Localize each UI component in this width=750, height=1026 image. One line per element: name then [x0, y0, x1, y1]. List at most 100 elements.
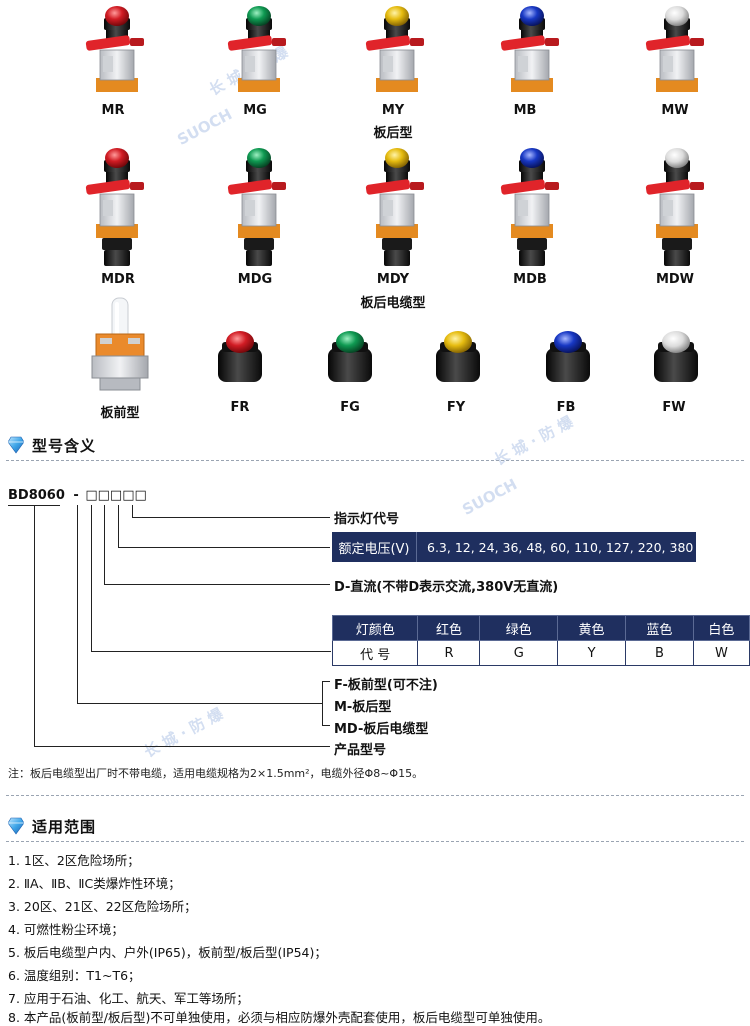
- section-title: 适用范围: [32, 817, 97, 836]
- table-cell: Y: [557, 640, 626, 666]
- group-title: 板后电缆型: [360, 296, 426, 311]
- leader-line: [77, 505, 78, 703]
- list-item: 4. 可燃性粉尘环境；: [8, 922, 124, 937]
- table-cell: B: [624, 640, 694, 666]
- indicator-lamp-front-icon: [218, 331, 262, 382]
- leader-line: [118, 505, 119, 547]
- color-code-table: 灯颜色 红色 绿色 黄色 蓝色 白色 代 号 R G Y B W: [331, 615, 750, 666]
- section-title: 型号含义: [32, 436, 97, 455]
- type-f-label: F-板前型(可不注): [334, 678, 438, 693]
- model-boxes: □□□□□: [85, 488, 147, 503]
- section-header-usage: 适用范围: [8, 815, 96, 837]
- leader-line: [34, 505, 35, 746]
- voltage-bar: 额定电压(V) 6.3, 12, 24, 36, 48, 60, 110, 12…: [332, 532, 696, 562]
- table-header-cell: 黄色: [557, 615, 626, 641]
- product-image-mw: [640, 4, 710, 100]
- product-label: FW: [662, 400, 686, 415]
- list-item: 7. 应用于石油、化工、航天、军工等场所；: [8, 991, 249, 1006]
- leader-line: [132, 517, 330, 518]
- leader-line: [104, 584, 330, 585]
- leader-line: [34, 746, 330, 747]
- list-item: 3. 20区、21区、22区危险场所；: [8, 899, 197, 914]
- divider: [6, 795, 744, 796]
- leader-line: [132, 505, 133, 517]
- model-code: BD8060 - □□□□□: [8, 488, 147, 503]
- table-cell: 代 号: [331, 640, 419, 666]
- product-label: MDB: [513, 272, 547, 287]
- watermark-text: 长 城 · 防 爆: [141, 704, 226, 762]
- product-image-mdb: [495, 146, 565, 272]
- product-image-mg: [222, 4, 292, 100]
- table-header-cell: 灯颜色: [331, 615, 419, 641]
- product-label: FR: [230, 400, 250, 415]
- product-label: MDG: [237, 272, 273, 287]
- product-image-mr: [80, 4, 150, 100]
- indicator-lamp-rear-icon: [365, 6, 424, 92]
- table-header-cell: 红色: [417, 615, 481, 641]
- leader-line: [104, 505, 105, 584]
- indicator-lamp-cable-icon: [85, 148, 144, 266]
- product-image-fr: [212, 326, 268, 390]
- product-label: MDY: [376, 272, 410, 287]
- product-label: FB: [556, 400, 576, 415]
- type-m-label: M-板后型: [334, 700, 392, 715]
- section-header-model: 型号含义: [8, 434, 96, 456]
- front-panel-module-icon: [91, 297, 149, 391]
- product-label: FY: [446, 400, 466, 415]
- product-label: FG: [340, 400, 360, 415]
- leader-line: [77, 703, 322, 704]
- product-image-fg: [322, 326, 378, 390]
- product-image-mdw: [640, 146, 710, 272]
- table-cell: G: [479, 640, 559, 666]
- product-image-fw: [648, 326, 704, 390]
- dc-label: D-直流(不带D表示交流,380V无直流): [334, 580, 559, 595]
- indicator-lamp-cable-icon: [227, 148, 286, 266]
- table-header-cell: 白色: [692, 615, 750, 641]
- voltage-values: 6.3, 12, 24, 36, 48, 60, 110, 127, 220, …: [427, 539, 694, 555]
- bracket-line: [322, 681, 330, 682]
- product-label: MY: [381, 103, 405, 118]
- group-title: 板后型: [373, 126, 413, 141]
- watermark-text: SUOCH: [459, 475, 521, 519]
- indicator-lamp-cable-icon: [365, 148, 424, 266]
- list-item: 2. ⅡA、ⅡB、ⅡC类爆炸性环境；: [8, 876, 181, 891]
- list-item: 6. 温度组别：T1~T6；: [8, 968, 141, 983]
- leader-line: [91, 651, 331, 652]
- product-label: MDR: [101, 272, 135, 287]
- indicator-lamp-cable-icon: [645, 148, 704, 266]
- indicator-lamp-cable-icon: [500, 148, 559, 266]
- list-item: 8. 本产品(板前型/板后型)不可单独使用，必须与相应防爆外壳配套使用，板后电缆…: [8, 1010, 551, 1025]
- type-md-label: MD-板后电缆型: [334, 722, 429, 737]
- indicator-lamp-rear-icon: [645, 6, 704, 92]
- indicator-lamp-rear-icon: [500, 6, 559, 92]
- product-label: MG: [243, 103, 267, 118]
- table-header-cell: 蓝色: [624, 615, 694, 641]
- product-image-fb: [540, 326, 596, 390]
- indicator-lamp-rear-icon: [227, 6, 286, 92]
- list-item: 1. 1区、2区危险场所；: [8, 853, 140, 868]
- product-image-mdg: [222, 146, 292, 272]
- table-row: 代 号 R G Y B W: [331, 640, 750, 666]
- model-prefix: BD8060: [8, 488, 65, 503]
- diamond-icon: [8, 436, 24, 454]
- product-label: 板前型: [100, 406, 140, 421]
- bar-divider: [416, 532, 417, 562]
- product-label: MR: [101, 103, 125, 118]
- voltage-label: 额定电压(V): [338, 541, 410, 557]
- bracket-line: [322, 725, 330, 726]
- indicator-lamp-rear-icon: [85, 6, 144, 92]
- product-image-front-panel-module: [82, 296, 158, 400]
- indicator-code-label: 指示灯代号: [334, 512, 400, 527]
- table-cell: W: [692, 640, 750, 666]
- product-model-label: 产品型号: [334, 743, 387, 758]
- table-header-row: 灯颜色 红色 绿色 黄色 蓝色 白色: [331, 615, 750, 641]
- model-dash: -: [73, 488, 79, 503]
- divider: [6, 841, 744, 842]
- leader-line: [118, 547, 330, 548]
- leader-line: [91, 505, 92, 651]
- table-header-cell: 绿色: [479, 615, 559, 641]
- product-image-mb: [495, 4, 565, 100]
- list-item: 5. 板后电缆型户内、户外(IP65)，板前型/板后型(IP54)；: [8, 945, 327, 960]
- product-label: MB: [513, 103, 537, 118]
- product-image-mdr: [80, 146, 150, 272]
